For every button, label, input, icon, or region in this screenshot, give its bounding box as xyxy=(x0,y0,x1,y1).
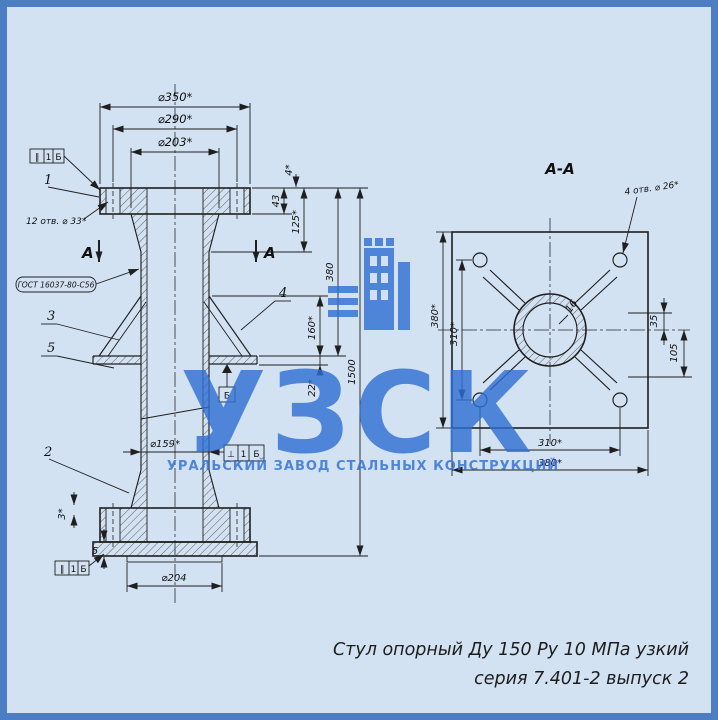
datum-ref: Б xyxy=(80,565,86,575)
tolerance-value: 1 xyxy=(71,565,77,575)
top-flange xyxy=(99,187,251,215)
gusset-ribs xyxy=(98,295,252,357)
datum-flag: Б xyxy=(218,364,236,403)
technical-drawing: ⌀350* ⌀290* ⌀203* 4* 43 xyxy=(15,84,692,606)
dim-380-bottom: 380* xyxy=(538,458,562,469)
dim-35: 35 xyxy=(649,315,660,328)
corner-hole xyxy=(612,392,628,408)
section-letter-right: А xyxy=(263,244,276,262)
front-view-callouts: 1 2 3 5 4 А А Б xyxy=(29,148,291,576)
callout-4: 4 xyxy=(278,286,287,301)
corner-holes-note: 4 отв. ⌀ 26* xyxy=(624,180,680,198)
base-plate-outline xyxy=(451,231,649,429)
callout-1: 1 xyxy=(44,173,52,188)
bottom-collar xyxy=(126,555,223,563)
tolerance-frame-pipe: ⊥ 1 Б xyxy=(223,444,265,462)
front-view: ⌀350* ⌀290* ⌀203* 4* 43 xyxy=(15,84,368,606)
watermark-logo: УЗСК xyxy=(180,349,536,479)
tolerance-value: 1 xyxy=(241,450,247,460)
drawing-caption: Стул опорный Ду 150 Ру 10 МПа узкий сери… xyxy=(333,636,689,693)
tolerance-value: 1 xyxy=(46,153,52,163)
dim-43: 43 xyxy=(271,195,282,208)
caption-line-2: серия 7.401-2 выпуск 2 xyxy=(474,668,689,689)
callout-3: 3 xyxy=(47,309,55,324)
watermark-building-icon xyxy=(328,238,410,330)
tolerance-frame-top: ∥ 1 Б xyxy=(29,148,101,191)
dim-310-left: 310* xyxy=(449,322,460,346)
weld-seam-line xyxy=(140,406,210,420)
dim-4: 4* xyxy=(284,164,295,175)
front-view-geometry xyxy=(92,84,258,606)
gost-note-frame xyxy=(15,276,97,293)
dim-d350: ⌀350* xyxy=(158,90,193,104)
dim-1500: 1500 xyxy=(347,359,358,384)
datum-ref: Б xyxy=(55,153,61,163)
dim-d203: ⌀203* xyxy=(158,135,193,149)
section-title: А-А xyxy=(544,160,574,178)
corner-hole xyxy=(472,392,488,408)
datum-ref: Б xyxy=(253,450,259,460)
dim-380: 380 xyxy=(325,262,336,281)
pipe-inner-circle xyxy=(522,302,578,358)
dim-3: 3* xyxy=(57,508,68,519)
dim-380-left: 380* xyxy=(430,304,441,328)
gost-note: ГОСТ 16037-80-С56 xyxy=(18,281,95,290)
dim-d290: ⌀290* xyxy=(158,112,193,126)
tolerance-frame-bottom: ∥ 1 Б xyxy=(54,553,105,576)
caption-line-1: Стул опорный Ду 150 Ру 10 МПа узкий xyxy=(332,640,689,661)
holes-note: 12 отв. ⌀ 33* xyxy=(26,217,87,227)
corner-hole xyxy=(612,252,628,268)
diagonal-ribs xyxy=(482,269,618,391)
dim-d204: ⌀204 xyxy=(161,573,186,584)
datum-letter: Б xyxy=(224,392,230,402)
pipe-outer-circle xyxy=(513,293,587,367)
dim-310-bottom: 310* xyxy=(538,438,562,449)
section-view-geometry xyxy=(438,218,690,444)
support-plate xyxy=(92,355,258,365)
dim-22: 22* xyxy=(307,379,318,397)
perpendicular-icon: ⊥ xyxy=(227,450,235,460)
dim-d159: ⌀159* xyxy=(150,439,180,450)
callout-5: 5 xyxy=(47,341,55,356)
watermark: УЗСК УРАЛЬСКИЙ ЗАВОД СТАЛЬНЫХ КОНСТРУКЦИ… xyxy=(167,238,559,479)
corner-hole xyxy=(472,252,488,268)
parallel-icon: ∥ xyxy=(35,153,40,163)
dim-105: 105 xyxy=(669,343,680,362)
dim-125: 125* xyxy=(291,210,302,234)
section-letter-left: А xyxy=(81,244,94,262)
dim-5: 5 xyxy=(92,546,98,557)
front-view-dimensions: ⌀350* ⌀290* ⌀203* 4* 43 xyxy=(15,90,368,592)
watermark-slogan: УРАЛЬСКИЙ ЗАВОД СТАЛЬНЫХ КОНСТРУКЦИЙ xyxy=(167,458,559,474)
callout-2: 2 xyxy=(43,445,52,460)
dim-160: 160* xyxy=(307,316,318,340)
parallel-icon: ∥ xyxy=(60,565,65,575)
